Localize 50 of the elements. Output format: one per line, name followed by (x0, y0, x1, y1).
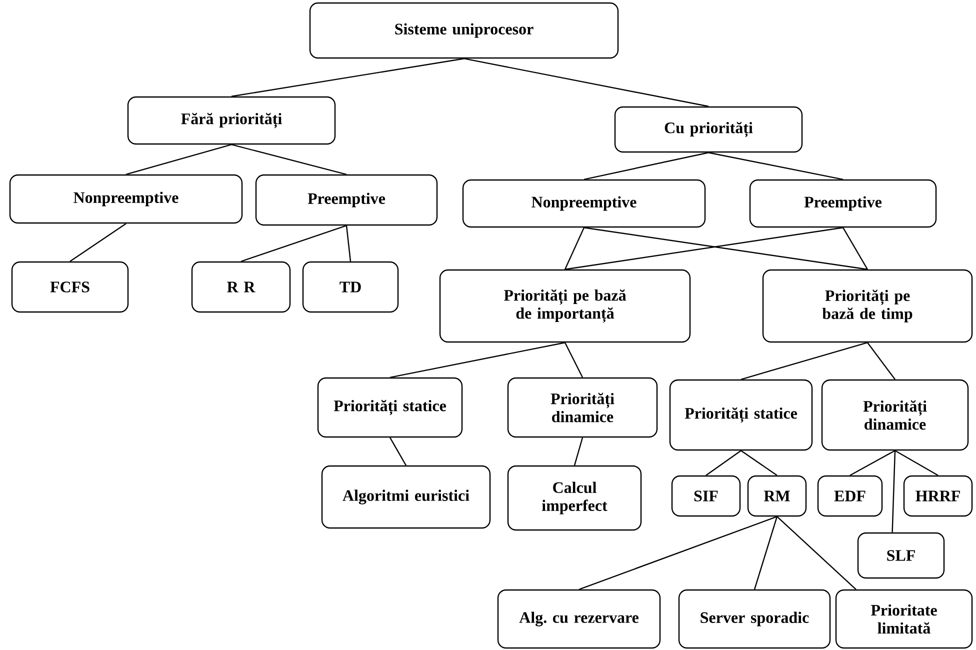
connector-line (389, 437, 407, 466)
connector-line (867, 342, 896, 380)
connector-line (574, 437, 584, 466)
tree-box: Algoritmi euristici (321, 465, 491, 529)
tree-box: Preemptive (255, 174, 438, 226)
tree-box: SIF (671, 475, 741, 517)
connector-line (390, 342, 566, 378)
connector-line (464, 58, 709, 107)
tree-box: Alg. cu rezervare (497, 589, 661, 649)
connector-line (584, 152, 709, 180)
connector-line (842, 227, 868, 270)
tree-box: Priorități statice (669, 379, 813, 451)
connector-line (892, 450, 896, 532)
tree-box: Server sporadic (678, 589, 831, 649)
tree-box: Preemptive (749, 179, 937, 228)
tree-box: R R (191, 261, 291, 313)
tree-box: EDF (817, 475, 883, 517)
tree-box: Nonpreemptive (462, 179, 706, 228)
tree-box: Priorități dinamice (507, 377, 658, 438)
tree-box: Fără priorități (127, 96, 336, 145)
connector-line (240, 225, 347, 262)
connector-line (740, 342, 868, 380)
connector-line (346, 226, 352, 262)
connector-line (126, 144, 232, 175)
connector-line (850, 450, 896, 476)
tree-box: RM (747, 475, 807, 517)
connector-line (740, 450, 778, 476)
tree-box: Cu priorități (614, 106, 803, 153)
tree-box: Calcul imperfect (507, 465, 642, 531)
tree-box: Priorități statice (317, 377, 463, 438)
tree-box: Prioritate limitată (835, 589, 973, 649)
connector-line (231, 58, 464, 97)
tree-box: Priorități dinamice (821, 379, 969, 451)
connector-line (564, 227, 585, 270)
connector-line (231, 144, 347, 175)
tree-box: Nonpreemptive (9, 174, 243, 224)
tree-box: SLF (857, 532, 945, 579)
connector-line (564, 342, 584, 378)
connector-line (894, 450, 938, 476)
tree-box: TD (302, 261, 399, 313)
tree-box: Priorități pe bază de importanță (439, 269, 691, 343)
tree-box: HRRF (903, 475, 973, 517)
tree-box: Sisteme uniprocesor (309, 2, 619, 59)
connector-line (708, 152, 844, 180)
connector-line (754, 516, 778, 590)
tree-box: Priorități pe bază de timp (762, 269, 973, 343)
connector-line (706, 450, 742, 476)
tree-box: FCFS (11, 261, 129, 313)
connector-line (578, 516, 778, 590)
connector-line (70, 223, 126, 262)
